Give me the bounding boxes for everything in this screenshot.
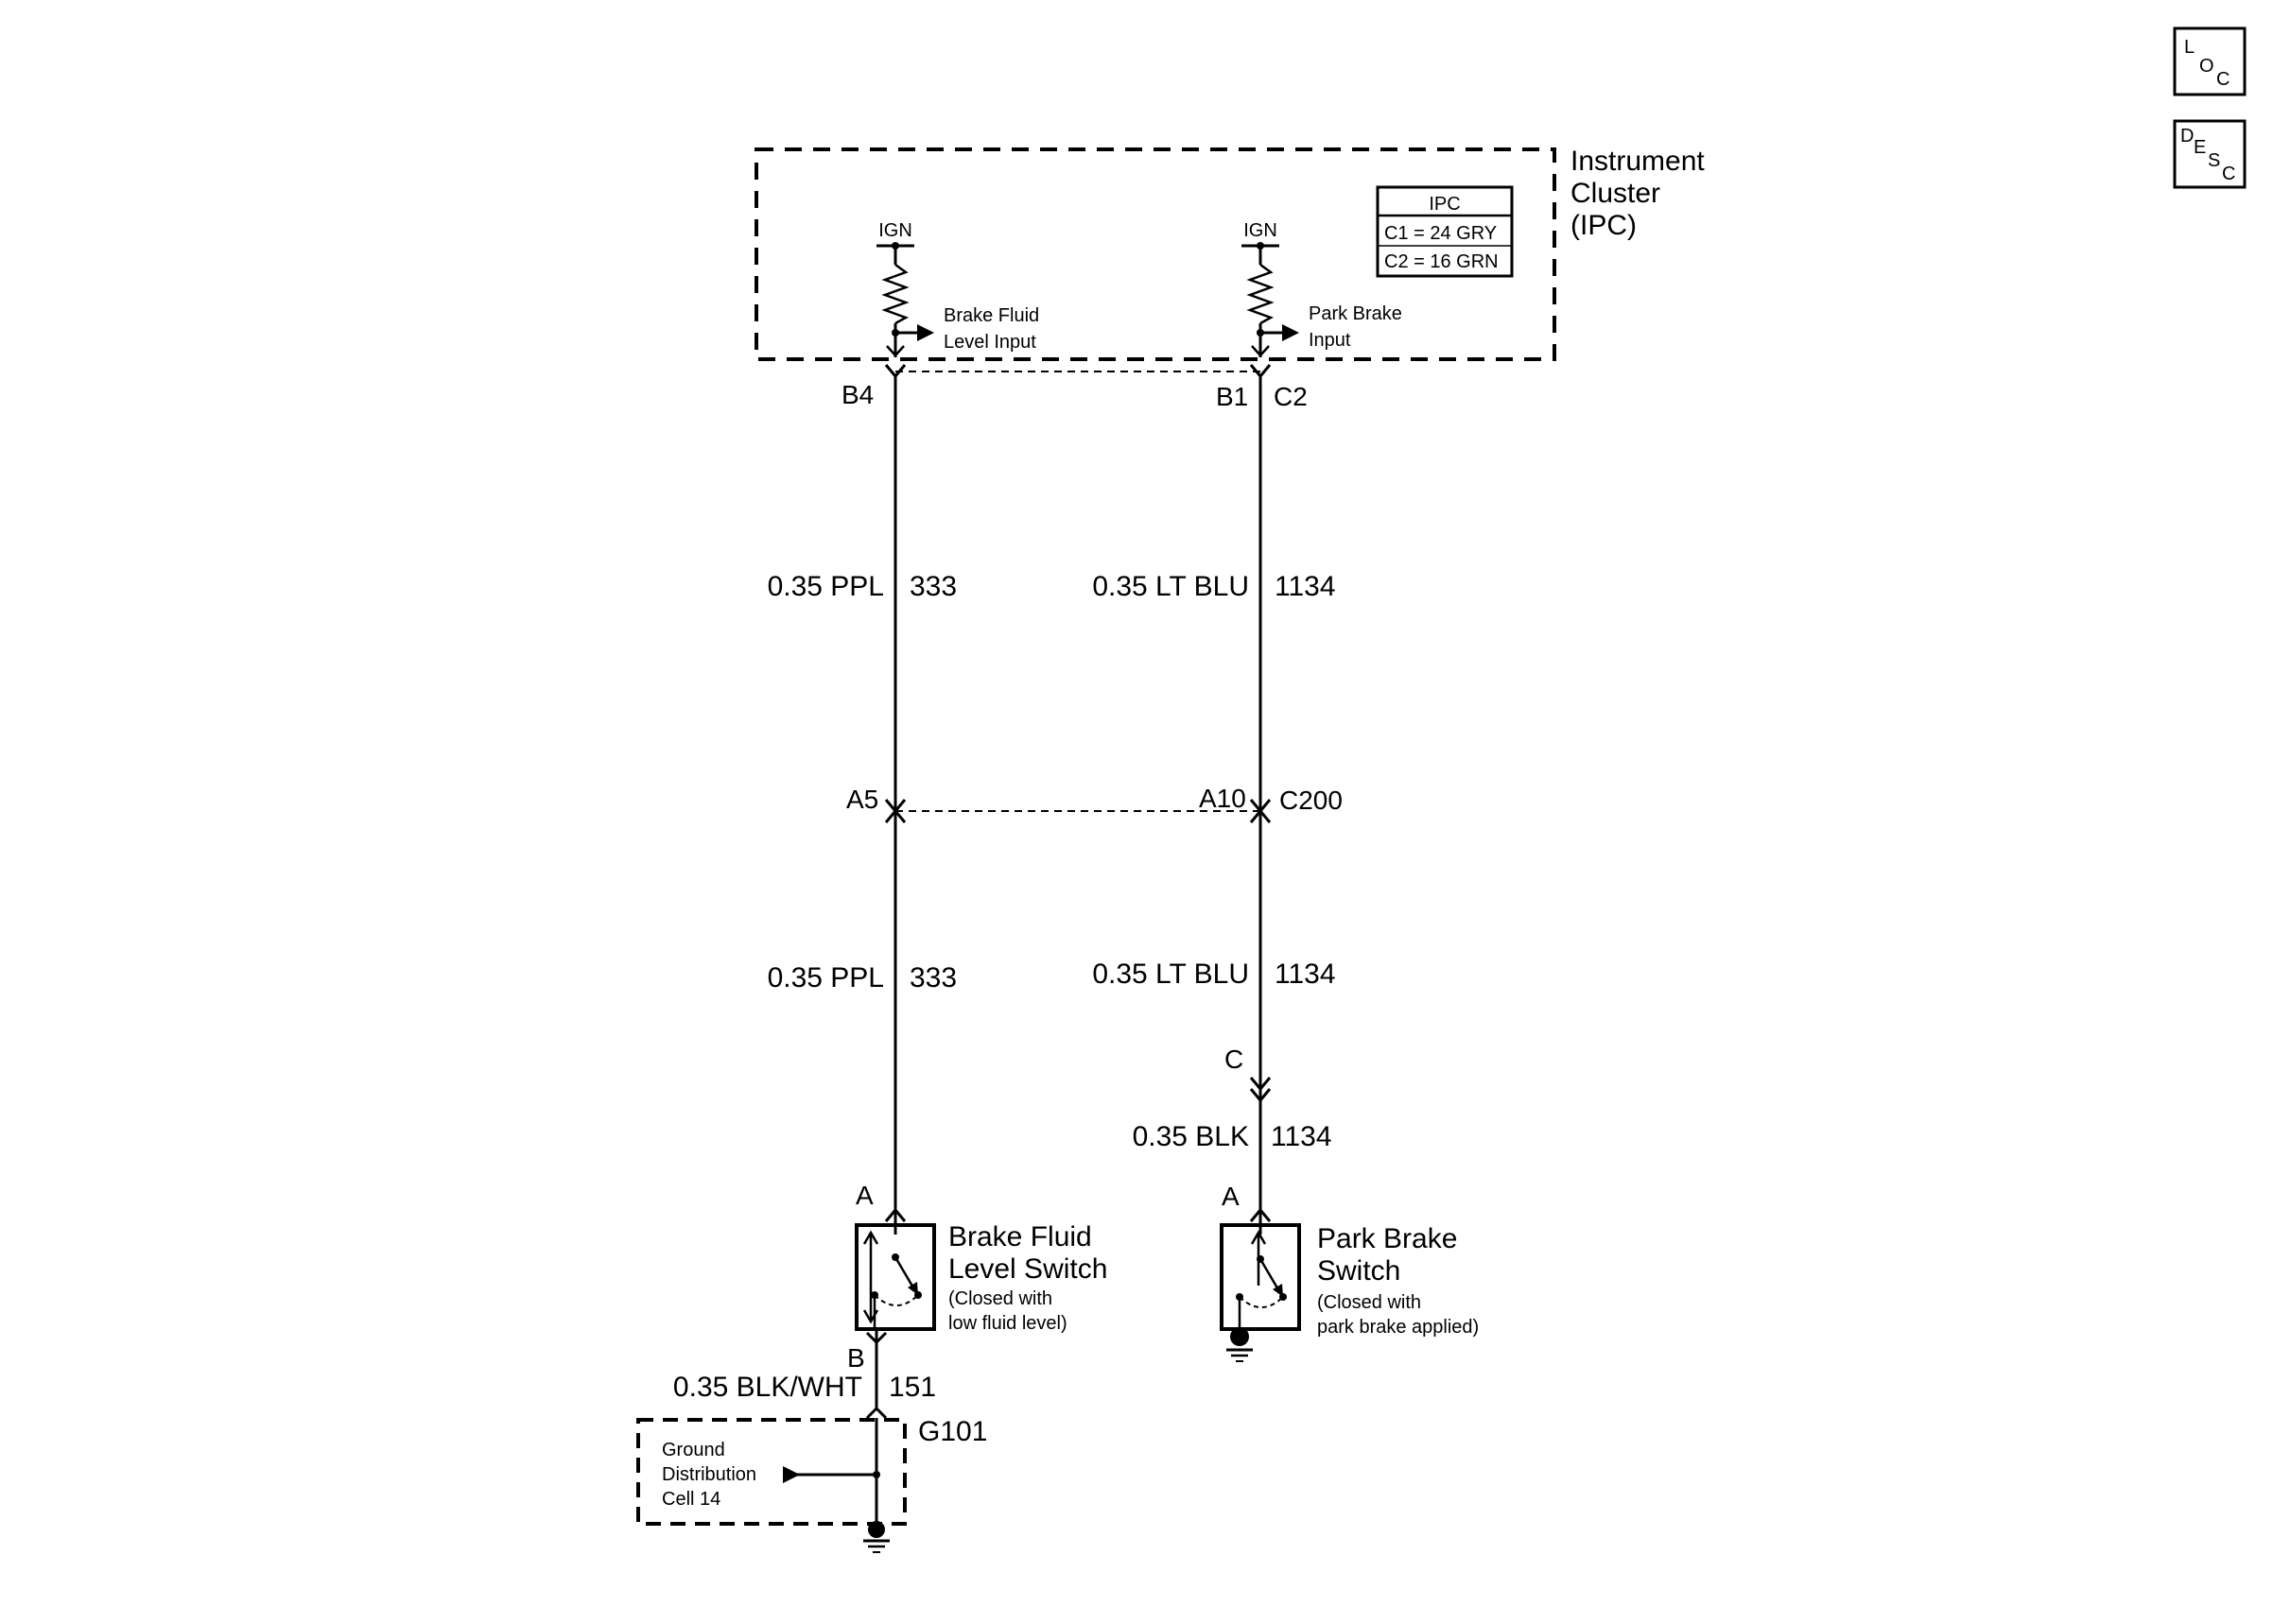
pin-b4: B4: [842, 380, 874, 409]
park-brake-input-circuit: [1241, 242, 1299, 357]
brake-fluid-pin-a: A: [856, 1181, 874, 1210]
wire-1134-lower-spec: 0.35 LT BLU: [1092, 959, 1249, 990]
connector-pin-icon: [1249, 1088, 1272, 1103]
ground-label-1: Ground: [662, 1440, 725, 1460]
connector-pin-icon: [884, 1207, 907, 1222]
wire-151-circuit: 151: [889, 1372, 936, 1403]
ipc-label-line1: Instrument: [1570, 146, 1705, 177]
park-brake-input-label-2: Input: [1309, 330, 1351, 351]
desc-button[interactable]: D E S C: [2173, 119, 2247, 189]
brake-fluid-level-switch: [855, 1223, 936, 1331]
resistor-icon: [881, 263, 910, 325]
connector-c200: C200: [1279, 786, 1343, 815]
resistor-icon: [1246, 263, 1275, 325]
ipc-label-line3: (IPC): [1570, 210, 1637, 241]
park-brake-switch-name-1: Park Brake: [1317, 1223, 1457, 1254]
ipc-table-row1: C1 = 24 GRY: [1384, 223, 1497, 244]
loc-letter-c: C: [2216, 69, 2230, 90]
ipc-table-row2: C2 = 16 GRN: [1384, 251, 1499, 272]
ipc-table-header: IPC: [1429, 194, 1460, 215]
connector-pin-icon: [1249, 1077, 1272, 1092]
connector-pin-icon: [1249, 1207, 1272, 1222]
brake-fluid-switch-name-2: Level Switch: [948, 1253, 1107, 1285]
desc-letter-d: D: [2180, 126, 2194, 147]
brake-fluid-switch-note-2: low fluid level): [948, 1313, 1067, 1334]
ipc-label-line2: Cluster: [1570, 178, 1660, 209]
park-brake-switch-note-2: park brake applied): [1317, 1317, 1479, 1338]
ground-reference-arrow-icon: [783, 1466, 800, 1483]
switch-contact-icon: [894, 1256, 916, 1290]
brake-fluid-pin-b: B: [847, 1343, 865, 1373]
inline-pin-c: C: [1224, 1045, 1243, 1074]
park-brake-input-label-1: Park Brake: [1309, 303, 1402, 324]
brake-fluid-switch-name-1: Brake Fluid: [948, 1221, 1092, 1253]
wire-333-lower-circuit: 333: [910, 962, 957, 993]
connector-c2: C2: [1274, 382, 1308, 411]
park-brake-switch: [1220, 1223, 1301, 1362]
loc-button[interactable]: L O C: [2173, 26, 2247, 96]
wire-1134-lower-circuit: 1134: [1275, 959, 1336, 990]
park-brake-switch-name-2: Switch: [1317, 1255, 1400, 1287]
pin-a5: A5: [846, 785, 878, 814]
ground-point-icon: [1230, 1327, 1249, 1346]
wire-333-lower-spec: 0.35 PPL: [768, 962, 884, 993]
connector-pin-icon: [865, 1406, 888, 1420]
loc-letter-l: L: [2184, 37, 2195, 58]
ground-label-3: Cell 14: [662, 1489, 720, 1510]
ground-g101-label: G101: [918, 1416, 987, 1447]
desc-letter-e: E: [2194, 137, 2206, 158]
wire-1134-upper-circuit: 1134: [1275, 571, 1336, 602]
pin-a10: A10: [1199, 784, 1246, 813]
input-arrow-icon: [1282, 324, 1299, 341]
ipc-connector-table: IPC C1 = 24 GRY C2 = 16 GRN: [1376, 185, 1514, 278]
brake-fluid-input-label-1: Brake Fluid: [944, 305, 1039, 326]
loc-letter-o: O: [2199, 56, 2214, 77]
wire-1134-bottom-circuit: 1134: [1271, 1121, 1332, 1152]
brake-fluid-input-circuit: [876, 242, 934, 357]
switch-contact-icon: [1258, 1258, 1281, 1292]
park-brake-pin-a: A: [1222, 1182, 1240, 1211]
ign-label-left: IGN: [878, 220, 912, 241]
brake-fluid-input-label-2: Level Input: [944, 332, 1036, 353]
wire-333-upper-circuit: 333: [910, 571, 957, 602]
input-arrow-icon: [917, 324, 934, 341]
wire-1134-upper-spec: 0.35 LT BLU: [1092, 571, 1249, 602]
ipc-boundary: [755, 147, 1556, 361]
wire-1134-bottom-spec: 0.35 BLK: [1133, 1121, 1249, 1152]
wire-151-spec: 0.35 BLK/WHT: [673, 1372, 862, 1403]
pin-b1: B1: [1216, 382, 1248, 411]
desc-letter-s: S: [2208, 150, 2220, 171]
park-brake-switch-note-1: (Closed with: [1317, 1292, 1421, 1313]
ign-label-right: IGN: [1243, 220, 1277, 241]
ground-label-2: Distribution: [662, 1464, 756, 1485]
ground-distribution-boundary: [636, 1418, 907, 1526]
desc-letter-c: C: [2222, 164, 2235, 184]
brake-fluid-switch-note-1: (Closed with: [948, 1288, 1052, 1309]
ground-point-icon: [868, 1521, 885, 1538]
wire-333-upper-spec: 0.35 PPL: [768, 571, 884, 602]
